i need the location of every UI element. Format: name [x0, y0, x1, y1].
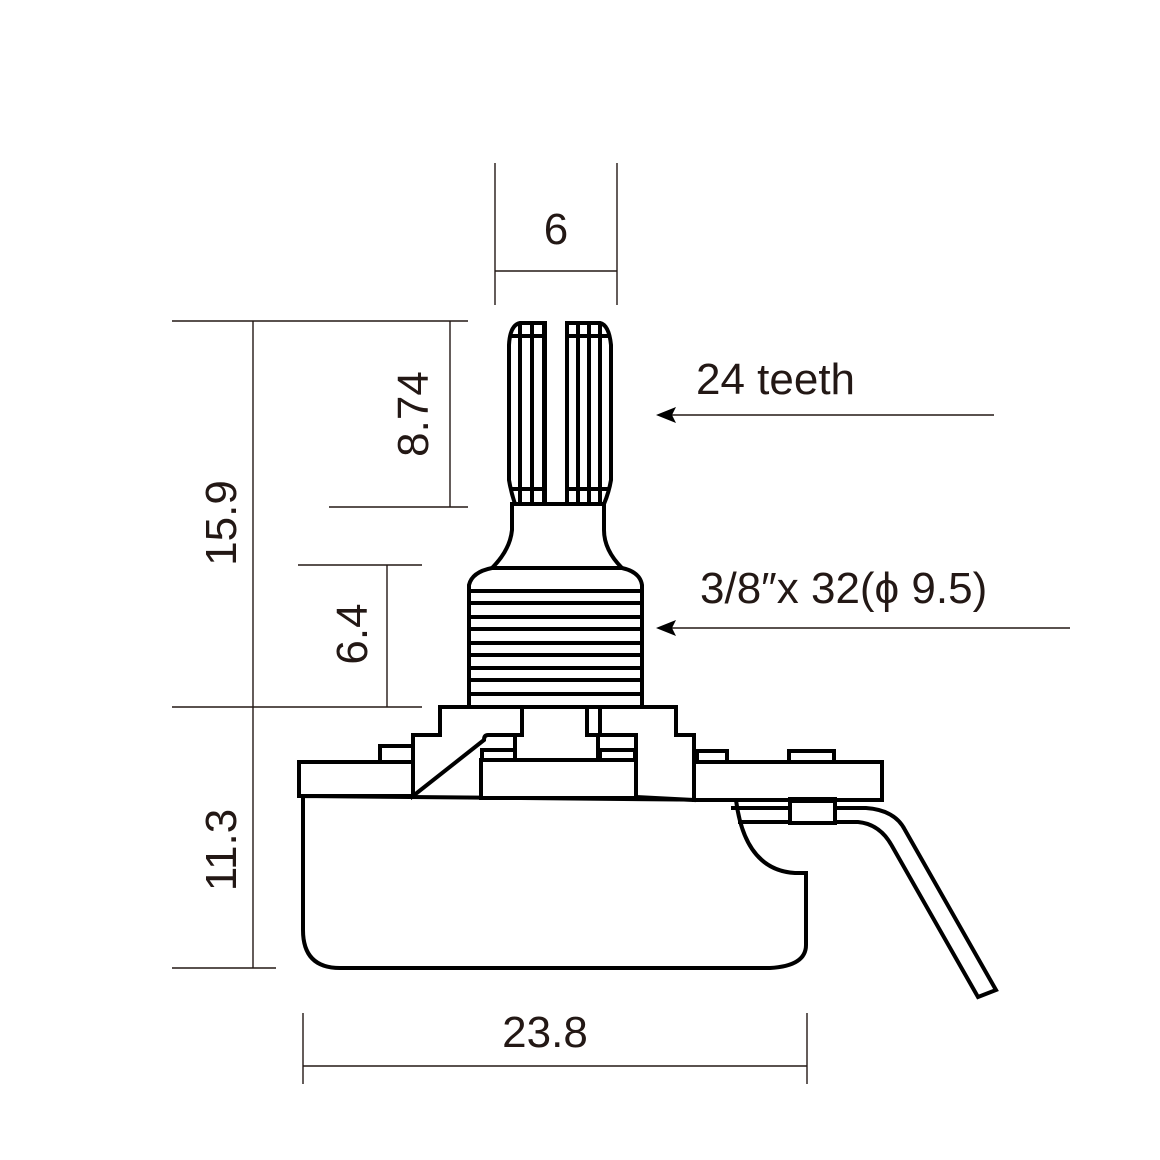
shaft-neck: [487, 502, 627, 570]
knurl-teeth-callout: 24 teeth: [696, 355, 855, 404]
thread-lines: [469, 589, 642, 696]
knurled-shaft: [507, 321, 613, 506]
terminal-lug: [731, 797, 999, 1000]
potentiometer-body: [297, 687, 884, 970]
knurl-length-label: 8.74: [389, 371, 438, 457]
body-height-label: 11.3: [197, 809, 246, 891]
overall-shaft-height-label: 15.9: [197, 480, 246, 566]
dimension-lines: [172, 163, 1070, 1084]
knurl-ridges: [510, 323, 610, 504]
dimension-labels: 6 8.74 15.9 6.4 11.3 23.8 24 teeth 3/8″x…: [197, 205, 987, 1057]
shaft-width-label: 6: [544, 205, 568, 254]
thread-spec-callout: 3/8″x 32(ϕ 9.5): [700, 564, 987, 613]
threaded-bushing: [467, 566, 644, 709]
body-width-label: 23.8: [502, 1008, 588, 1057]
bushing-length-label: 6.4: [328, 603, 377, 664]
